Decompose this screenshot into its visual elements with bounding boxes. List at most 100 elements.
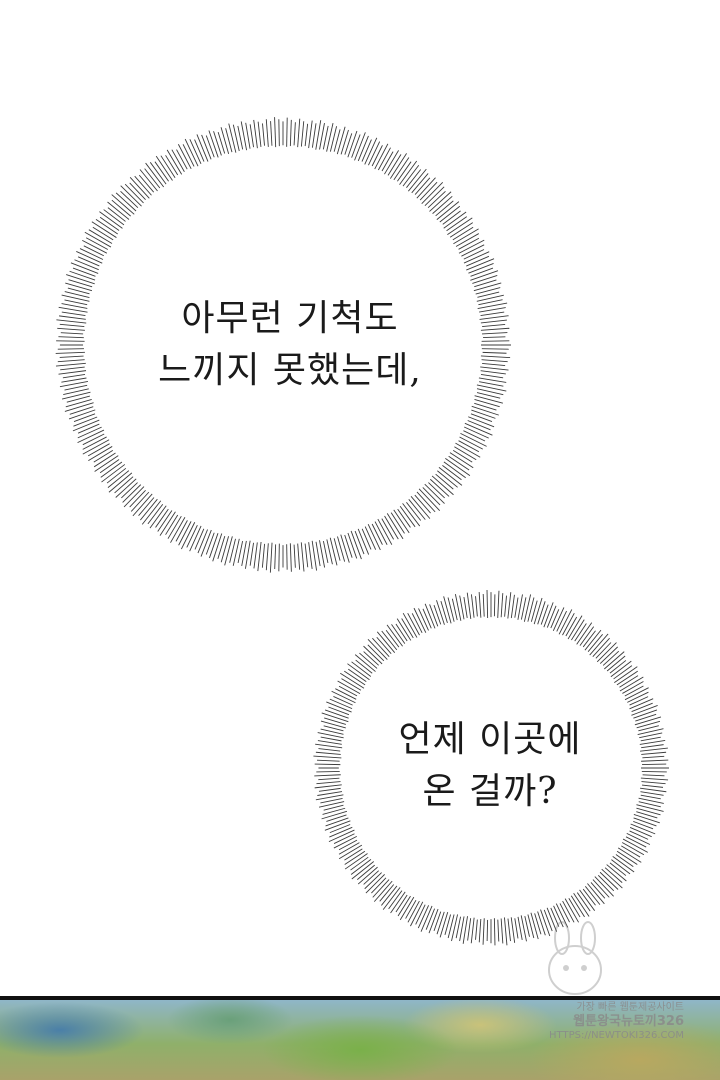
hatch-line [308, 120, 313, 149]
hatch-line [123, 486, 145, 508]
thought-burst-2 [313, 590, 669, 946]
hatch-line [240, 121, 248, 151]
bubble-layer [55, 117, 669, 946]
bubble-2-line-2: 온 걸까? [422, 771, 558, 812]
hatch-line [85, 237, 109, 250]
watermark: 가장 빠른 웹툰제공사이트 웹툰왕국뉴토끼326 HTTPS://NEWTOKI… [534, 1002, 684, 1042]
hatch-line [601, 868, 623, 889]
hatch-line [201, 134, 212, 160]
hatch-line [413, 607, 427, 633]
hatch-line [476, 294, 504, 302]
hatch-line [458, 237, 480, 250]
hatch-line [552, 607, 565, 632]
hatch-line [333, 538, 341, 561]
hatch-line [550, 907, 560, 927]
hatch-line [322, 807, 346, 815]
hatch-line [331, 690, 356, 704]
hatch-line [478, 299, 503, 306]
hatch-line [422, 608, 432, 629]
hatch-line [419, 181, 438, 201]
hatch-line [459, 595, 465, 620]
hatch-line [372, 879, 390, 898]
hatch-line [311, 540, 318, 571]
hatch-line [418, 488, 441, 511]
hatch-line [367, 524, 381, 551]
hatch-line [472, 274, 498, 284]
hatch-line [245, 122, 251, 149]
hatch-line [318, 787, 341, 792]
hatch-line [391, 624, 406, 644]
hatch-line [638, 725, 659, 732]
hatch-line [65, 282, 93, 292]
hatch-line [604, 867, 623, 883]
hatch-line [480, 327, 510, 331]
hatch-line [320, 720, 346, 729]
hatch-line [597, 874, 615, 892]
hatch-line [395, 623, 408, 642]
hatch-line [107, 201, 130, 220]
hatch-line [351, 861, 375, 880]
hatch-line [132, 493, 153, 517]
hatch-line [433, 911, 442, 932]
hatch-line [440, 601, 448, 623]
hatch-line [631, 705, 658, 716]
hatch-line [357, 528, 370, 555]
hatch-line [639, 739, 666, 745]
hatch-line [93, 452, 116, 468]
hatch-line [82, 436, 107, 450]
hatch-line [384, 150, 399, 175]
hatch-line [363, 870, 379, 885]
hatch-line [510, 594, 515, 619]
hatch-line [399, 505, 416, 528]
hatch-line [540, 604, 549, 625]
hatch-line [249, 124, 254, 148]
hatch-line [115, 192, 137, 212]
hatch-line [61, 377, 87, 383]
hatch-line [155, 155, 173, 181]
hatch-line [237, 540, 244, 564]
hatch-line [129, 177, 150, 199]
hatch-line [436, 201, 460, 220]
hatch-line [640, 736, 661, 742]
hatch-line [530, 912, 539, 940]
hatch-line [408, 168, 427, 192]
hatch-line [482, 351, 507, 354]
hatch-line [642, 755, 665, 759]
hatch-line [367, 639, 388, 660]
hatch-line [454, 446, 477, 461]
hatch-line [582, 630, 596, 648]
hatch-line [514, 597, 519, 618]
hatch-line [208, 130, 219, 158]
hatch-line [504, 917, 508, 946]
hatch-line [438, 467, 463, 486]
hatch-line [321, 712, 349, 723]
hatch-line [56, 340, 85, 342]
hatch-line [420, 905, 433, 932]
hatch-line [453, 228, 479, 245]
hatch-line [347, 130, 358, 158]
hatch-line [474, 395, 503, 404]
hatch-line [340, 129, 349, 155]
hatch-line [262, 123, 265, 146]
hatch-line [318, 801, 345, 808]
hatch-line [493, 594, 496, 617]
hatch-line [424, 483, 445, 504]
hatch-line [480, 366, 509, 371]
hatch-line [278, 119, 280, 147]
hatch-line [592, 637, 610, 657]
hatch-line [344, 850, 366, 865]
hatch-line [463, 249, 485, 260]
hatch-line [428, 908, 439, 934]
hatch-line [261, 543, 266, 568]
hatch-line [446, 216, 468, 232]
hatch-line [470, 270, 499, 281]
hatch-line [579, 626, 595, 646]
rabbit-mascot-icon [548, 921, 602, 995]
hatch-line [197, 529, 208, 554]
hatch-line [253, 119, 258, 149]
hatch-line [463, 426, 489, 439]
hatch-line [466, 258, 495, 271]
hatch-line [347, 663, 370, 681]
hatch-line [315, 794, 344, 801]
hatch-line [573, 892, 590, 917]
